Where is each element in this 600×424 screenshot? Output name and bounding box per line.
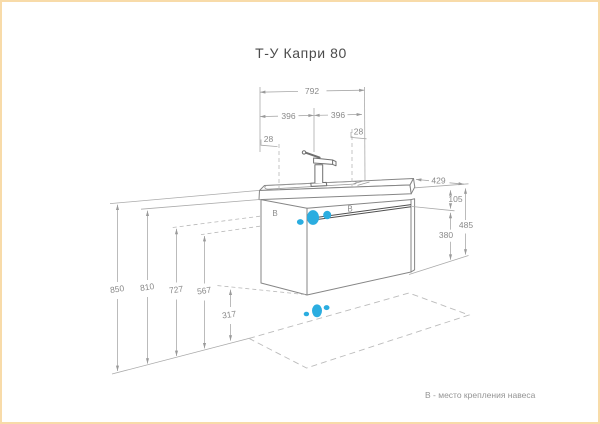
left-dimensions: 850 810 727 567 317 — [109, 190, 306, 371]
dim-body-height: 485 — [459, 220, 473, 230]
dim-height-4: 567 — [196, 285, 212, 297]
dim-left-offset: 28 — [264, 134, 274, 144]
faucet — [301, 150, 337, 187]
floor-outline — [111, 292, 471, 375]
dim-left-half: 396 — [281, 111, 295, 121]
dim-height-5: 317 — [221, 309, 237, 321]
drawing-title: Т-У Капри 80 — [255, 45, 347, 61]
dim-height-2: 810 — [139, 281, 155, 293]
faucet-body — [314, 164, 324, 183]
cabinet-left-panel — [260, 199, 308, 296]
mount-dot — [312, 304, 322, 318]
mount-dot — [296, 219, 304, 225]
mount-label-left: В — [272, 209, 277, 218]
dim-drawer-front: 380 — [439, 230, 453, 240]
vanity-unit: В В — [258, 150, 416, 318]
mount-label-front: В — [347, 205, 352, 214]
basin-slope-line — [353, 180, 366, 185]
dim-depth: 429 — [431, 175, 445, 185]
dim-height-1: 850 — [109, 283, 125, 295]
cabinet-right-edge — [410, 198, 416, 273]
mount-dots-upper — [296, 210, 332, 225]
dim-right-offset: 28 — [354, 127, 364, 137]
dim-total-width: 792 — [305, 86, 319, 96]
mount-dot — [323, 305, 330, 311]
top-dimensions: 792 396 396 28 28 — [259, 86, 367, 190]
dim-height-3: 727 — [168, 284, 184, 296]
faucet-lever-knob — [301, 150, 307, 155]
mount-dot — [323, 210, 332, 220]
right-dimensions: 429 105 485 380 — [408, 175, 473, 275]
mount-dots-lower — [303, 304, 330, 318]
mount-dot — [303, 311, 310, 317]
basin-slope-line2 — [357, 181, 370, 186]
washbasin-counter — [258, 178, 416, 201]
faucet-lever — [304, 151, 321, 159]
dim-top-section: 105 — [448, 194, 462, 204]
legend-note: В - место крепления навеса — [425, 390, 536, 400]
dim-right-half: 396 — [331, 110, 345, 120]
mount-dot — [307, 210, 319, 225]
cabinet-body — [260, 198, 416, 296]
counter-right-face — [409, 178, 416, 195]
